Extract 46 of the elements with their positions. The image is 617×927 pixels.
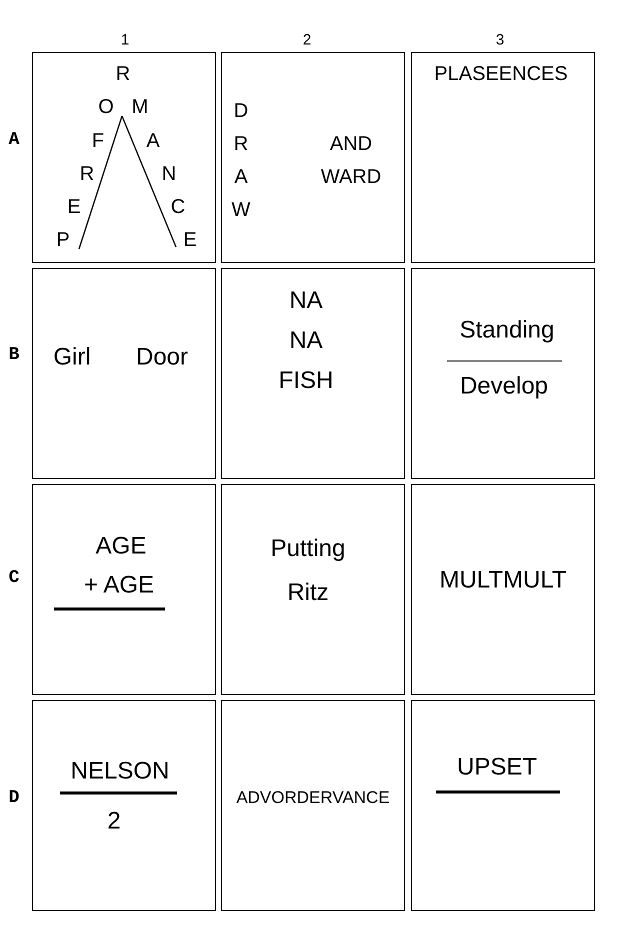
puzzle-word: AND WARD [320, 132, 382, 190]
puzzle-word: Standing [460, 316, 554, 346]
puzzle-word: A [146, 129, 160, 153]
puzzle-word: PLASEENCES [434, 62, 568, 86]
puzzle-word: R [116, 62, 130, 86]
puzzle-word: N [162, 162, 176, 186]
row-letter: C [8, 568, 20, 588]
puzzle-cell [411, 268, 595, 479]
puzzle-cell [411, 700, 595, 911]
row-letter: A [8, 130, 20, 150]
puzzle-word: C [170, 195, 186, 219]
puzzle-word: R [80, 162, 94, 186]
puzzle-word: F [92, 129, 104, 153]
puzzle-cell [411, 52, 595, 263]
puzzle-word: MULTMULT [439, 566, 567, 596]
column-number: 1 [120, 32, 130, 48]
row-letter: D [8, 788, 20, 808]
puzzle-cell [221, 700, 405, 911]
puzzle-cell [32, 700, 216, 911]
puzzle-word: + AGE [84, 572, 154, 600]
puzzle-word: Door [136, 344, 188, 372]
puzzle-word: NELSON [70, 758, 170, 786]
puzzle-word: Develop [460, 372, 548, 402]
puzzle-word: D R A W [232, 99, 250, 223]
puzzle-word: E [67, 195, 81, 219]
column-number: 3 [496, 32, 504, 48]
puzzle-cell [221, 52, 405, 263]
puzzle-word: ADVORDERVANCE [236, 788, 390, 808]
puzzle-word: E [183, 228, 197, 252]
puzzle-cell [32, 52, 216, 263]
puzzle-word: NA NA FISH [278, 286, 334, 396]
puzzle-word: UPSET [457, 754, 537, 782]
puzzle-cell [221, 268, 405, 479]
puzzle-cell [411, 484, 595, 695]
row-letter: B [8, 345, 20, 365]
puzzle-cell [221, 484, 405, 695]
puzzle-cell [32, 484, 216, 695]
puzzle-word: AGE [96, 532, 146, 562]
column-number: 2 [302, 32, 312, 48]
puzzle-word: M [132, 95, 148, 119]
puzzle-word: Putting Ritz [270, 534, 346, 608]
puzzle-word: O [98, 95, 114, 119]
puzzle-word: Girl [53, 344, 91, 372]
puzzle-word: P [56, 228, 70, 252]
puzzle-word: 2 [107, 808, 121, 836]
puzzle-cell [32, 268, 216, 479]
